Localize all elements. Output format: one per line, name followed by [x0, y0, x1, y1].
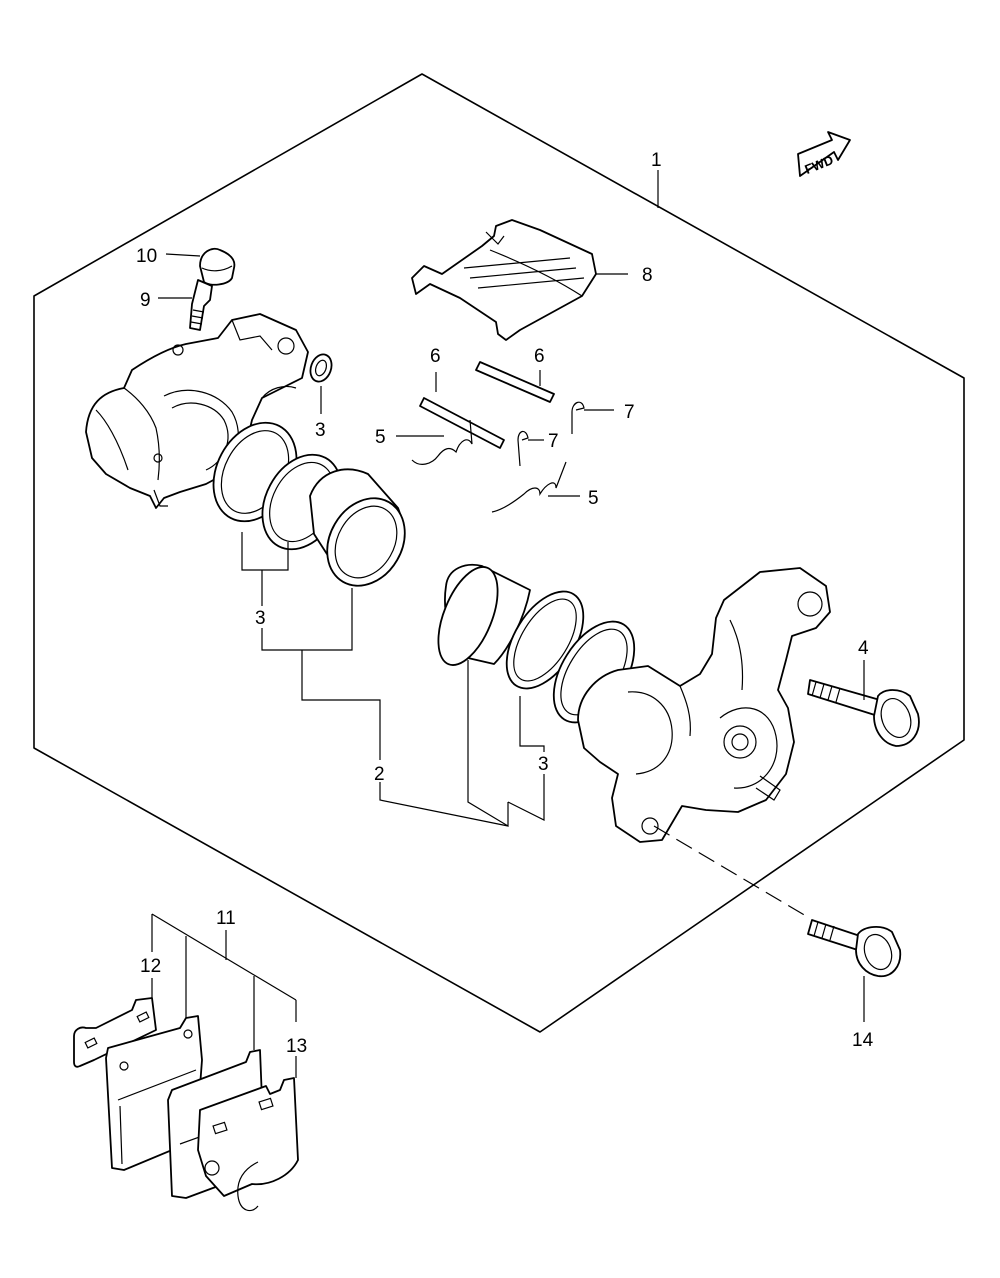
caliper-half-left [85, 313, 309, 509]
assembly-outline [33, 73, 965, 1033]
mounting-bolt [807, 919, 902, 978]
alignment-dashed-line [653, 825, 807, 917]
label-5-right: 5 [588, 488, 599, 509]
pad-pin-lower [419, 397, 505, 449]
label-3-left-seals: 3 [255, 608, 266, 629]
label-1: 1 [651, 150, 662, 171]
label-10: 10 [136, 246, 157, 267]
caliper-bolt [807, 679, 920, 747]
spring-clip-left [411, 419, 473, 465]
label-7-upper: 7 [624, 402, 635, 423]
left-piston-seal-set [212, 421, 406, 587]
label-9: 9 [140, 290, 151, 311]
label-11: 11 [216, 908, 236, 929]
pad-shim-plate [197, 1077, 299, 1212]
label-6-right: 6 [534, 346, 545, 367]
label-14: 14 [852, 1030, 874, 1051]
label-6-left: 6 [430, 346, 441, 367]
leader-lines [151, 170, 865, 1078]
clip-lower [517, 430, 529, 467]
label-12: 12 [140, 956, 161, 977]
clip-upper [571, 401, 585, 434]
pad-spring-plate [411, 219, 597, 341]
pad-pin-upper [475, 361, 555, 403]
label-5-left: 5 [375, 427, 386, 448]
fwd-arrow-icon: FWD [797, 131, 851, 177]
spring-clip-right [491, 461, 567, 513]
bleeder-cap [199, 247, 236, 286]
label-3-ring: 3 [315, 420, 326, 441]
label-3-right-seals: 3 [538, 754, 549, 775]
label-7-lower: 7 [548, 431, 559, 452]
label-8: 8 [642, 265, 653, 286]
label-13: 13 [286, 1036, 307, 1057]
caliper-half-right [577, 567, 831, 843]
label-4: 4 [858, 638, 869, 659]
small-o-ring [309, 353, 333, 383]
label-2: 2 [374, 764, 385, 785]
bleeder-screw [189, 279, 213, 331]
